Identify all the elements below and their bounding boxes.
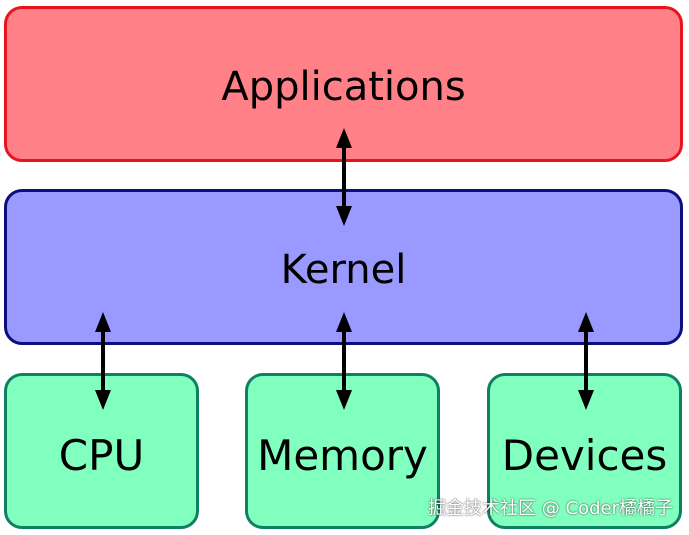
applications-label: Applications	[221, 64, 466, 110]
arrow-applications-kernel	[336, 128, 352, 226]
cpu-label: CPU	[58, 431, 145, 480]
arrow-kernel-cpu	[95, 312, 111, 410]
memory-label: Memory	[257, 431, 428, 480]
kernel-label: Kernel	[280, 247, 407, 293]
watermark-text: 掘金技术社区 @ Coder橘橘子	[428, 498, 673, 519]
devices-label: Devices	[501, 431, 668, 480]
arrow-kernel-devices	[578, 312, 594, 410]
arrow-kernel-memory	[336, 312, 352, 410]
